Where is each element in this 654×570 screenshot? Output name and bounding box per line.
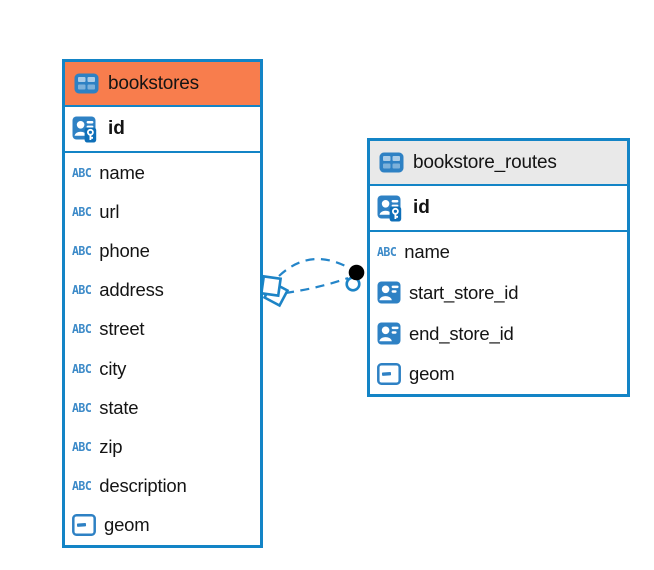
column-row-end-store-id[interactable]: end_store_id (370, 313, 627, 354)
table-title: bookstores (108, 72, 199, 94)
column-row-id[interactable]: id (370, 186, 627, 232)
column-row-city[interactable]: ABC city (65, 349, 260, 388)
column-name: zip (99, 436, 123, 458)
column-name: phone (99, 240, 150, 261)
column-name: id (413, 197, 430, 218)
relationship-line-upper[interactable] (278, 257, 352, 277)
column-row-phone[interactable]: ABC phone (65, 231, 260, 270)
relationship-line-lower[interactable] (284, 276, 349, 295)
primary-key-icon (72, 116, 100, 143)
column-row-state[interactable]: ABC state (65, 388, 260, 427)
reference-type-icon (377, 322, 401, 345)
column-name: geom (409, 363, 455, 384)
column-name: name (404, 241, 450, 262)
column-row-address[interactable]: ABC address (65, 271, 260, 310)
text-type-icon: ABC (72, 439, 92, 455)
table-title: bookstore_routes (413, 151, 557, 173)
column-row-street[interactable]: ABC street (65, 310, 260, 349)
column-row-zip[interactable]: ABC zip (65, 427, 260, 466)
column-name: state (99, 396, 139, 418)
column-row-description[interactable]: ABC description (65, 467, 260, 506)
column-row-geom[interactable]: geom (370, 354, 627, 394)
text-type-icon: ABC (72, 204, 92, 220)
text-type-icon: ABC (72, 282, 92, 298)
table-bookstore-routes[interactable]: bookstore_routes id ABC name (367, 138, 630, 397)
text-type-icon: ABC (72, 400, 92, 416)
geometry-type-icon (72, 514, 96, 537)
table-bookstores[interactable]: bookstores id ABC name A (62, 59, 263, 548)
column-row-name[interactable]: ABC name (65, 153, 260, 192)
column-row-name[interactable]: ABC name (370, 232, 627, 272)
table-bookstores-header[interactable]: bookstores (65, 62, 260, 107)
primary-key-icon (377, 195, 405, 222)
relationship-target-marker[interactable] (345, 264, 365, 292)
column-name: geom (104, 514, 150, 536)
table-bookstore-routes-header[interactable]: bookstore_routes (370, 141, 627, 186)
column-row-url[interactable]: ABC url (65, 192, 260, 231)
column-name: street (99, 318, 145, 340)
text-type-icon: ABC (72, 243, 92, 259)
column-name: url (99, 200, 120, 222)
text-type-icon: ABC (377, 244, 397, 260)
column-name: name (99, 161, 145, 183)
column-name: city (99, 357, 127, 379)
column-row-id[interactable]: id (65, 107, 260, 153)
column-name: address (99, 279, 164, 301)
column-name: id (108, 118, 125, 139)
column-name: start_store_id (409, 281, 519, 303)
text-type-icon: ABC (72, 478, 92, 494)
column-name: description (99, 475, 187, 497)
text-type-icon: ABC (72, 361, 92, 376)
table-icon (379, 152, 404, 173)
column-row-geom[interactable]: geom (65, 506, 260, 545)
relationship-source-marker[interactable] (259, 274, 290, 308)
text-type-icon: ABC (72, 322, 92, 337)
reference-type-icon (377, 281, 401, 304)
column-name: end_store_id (409, 322, 514, 344)
geometry-type-icon (377, 363, 401, 385)
column-row-start-store-id[interactable]: start_store_id (370, 272, 627, 313)
text-type-icon: ABC (72, 165, 92, 180)
table-icon (74, 73, 99, 94)
